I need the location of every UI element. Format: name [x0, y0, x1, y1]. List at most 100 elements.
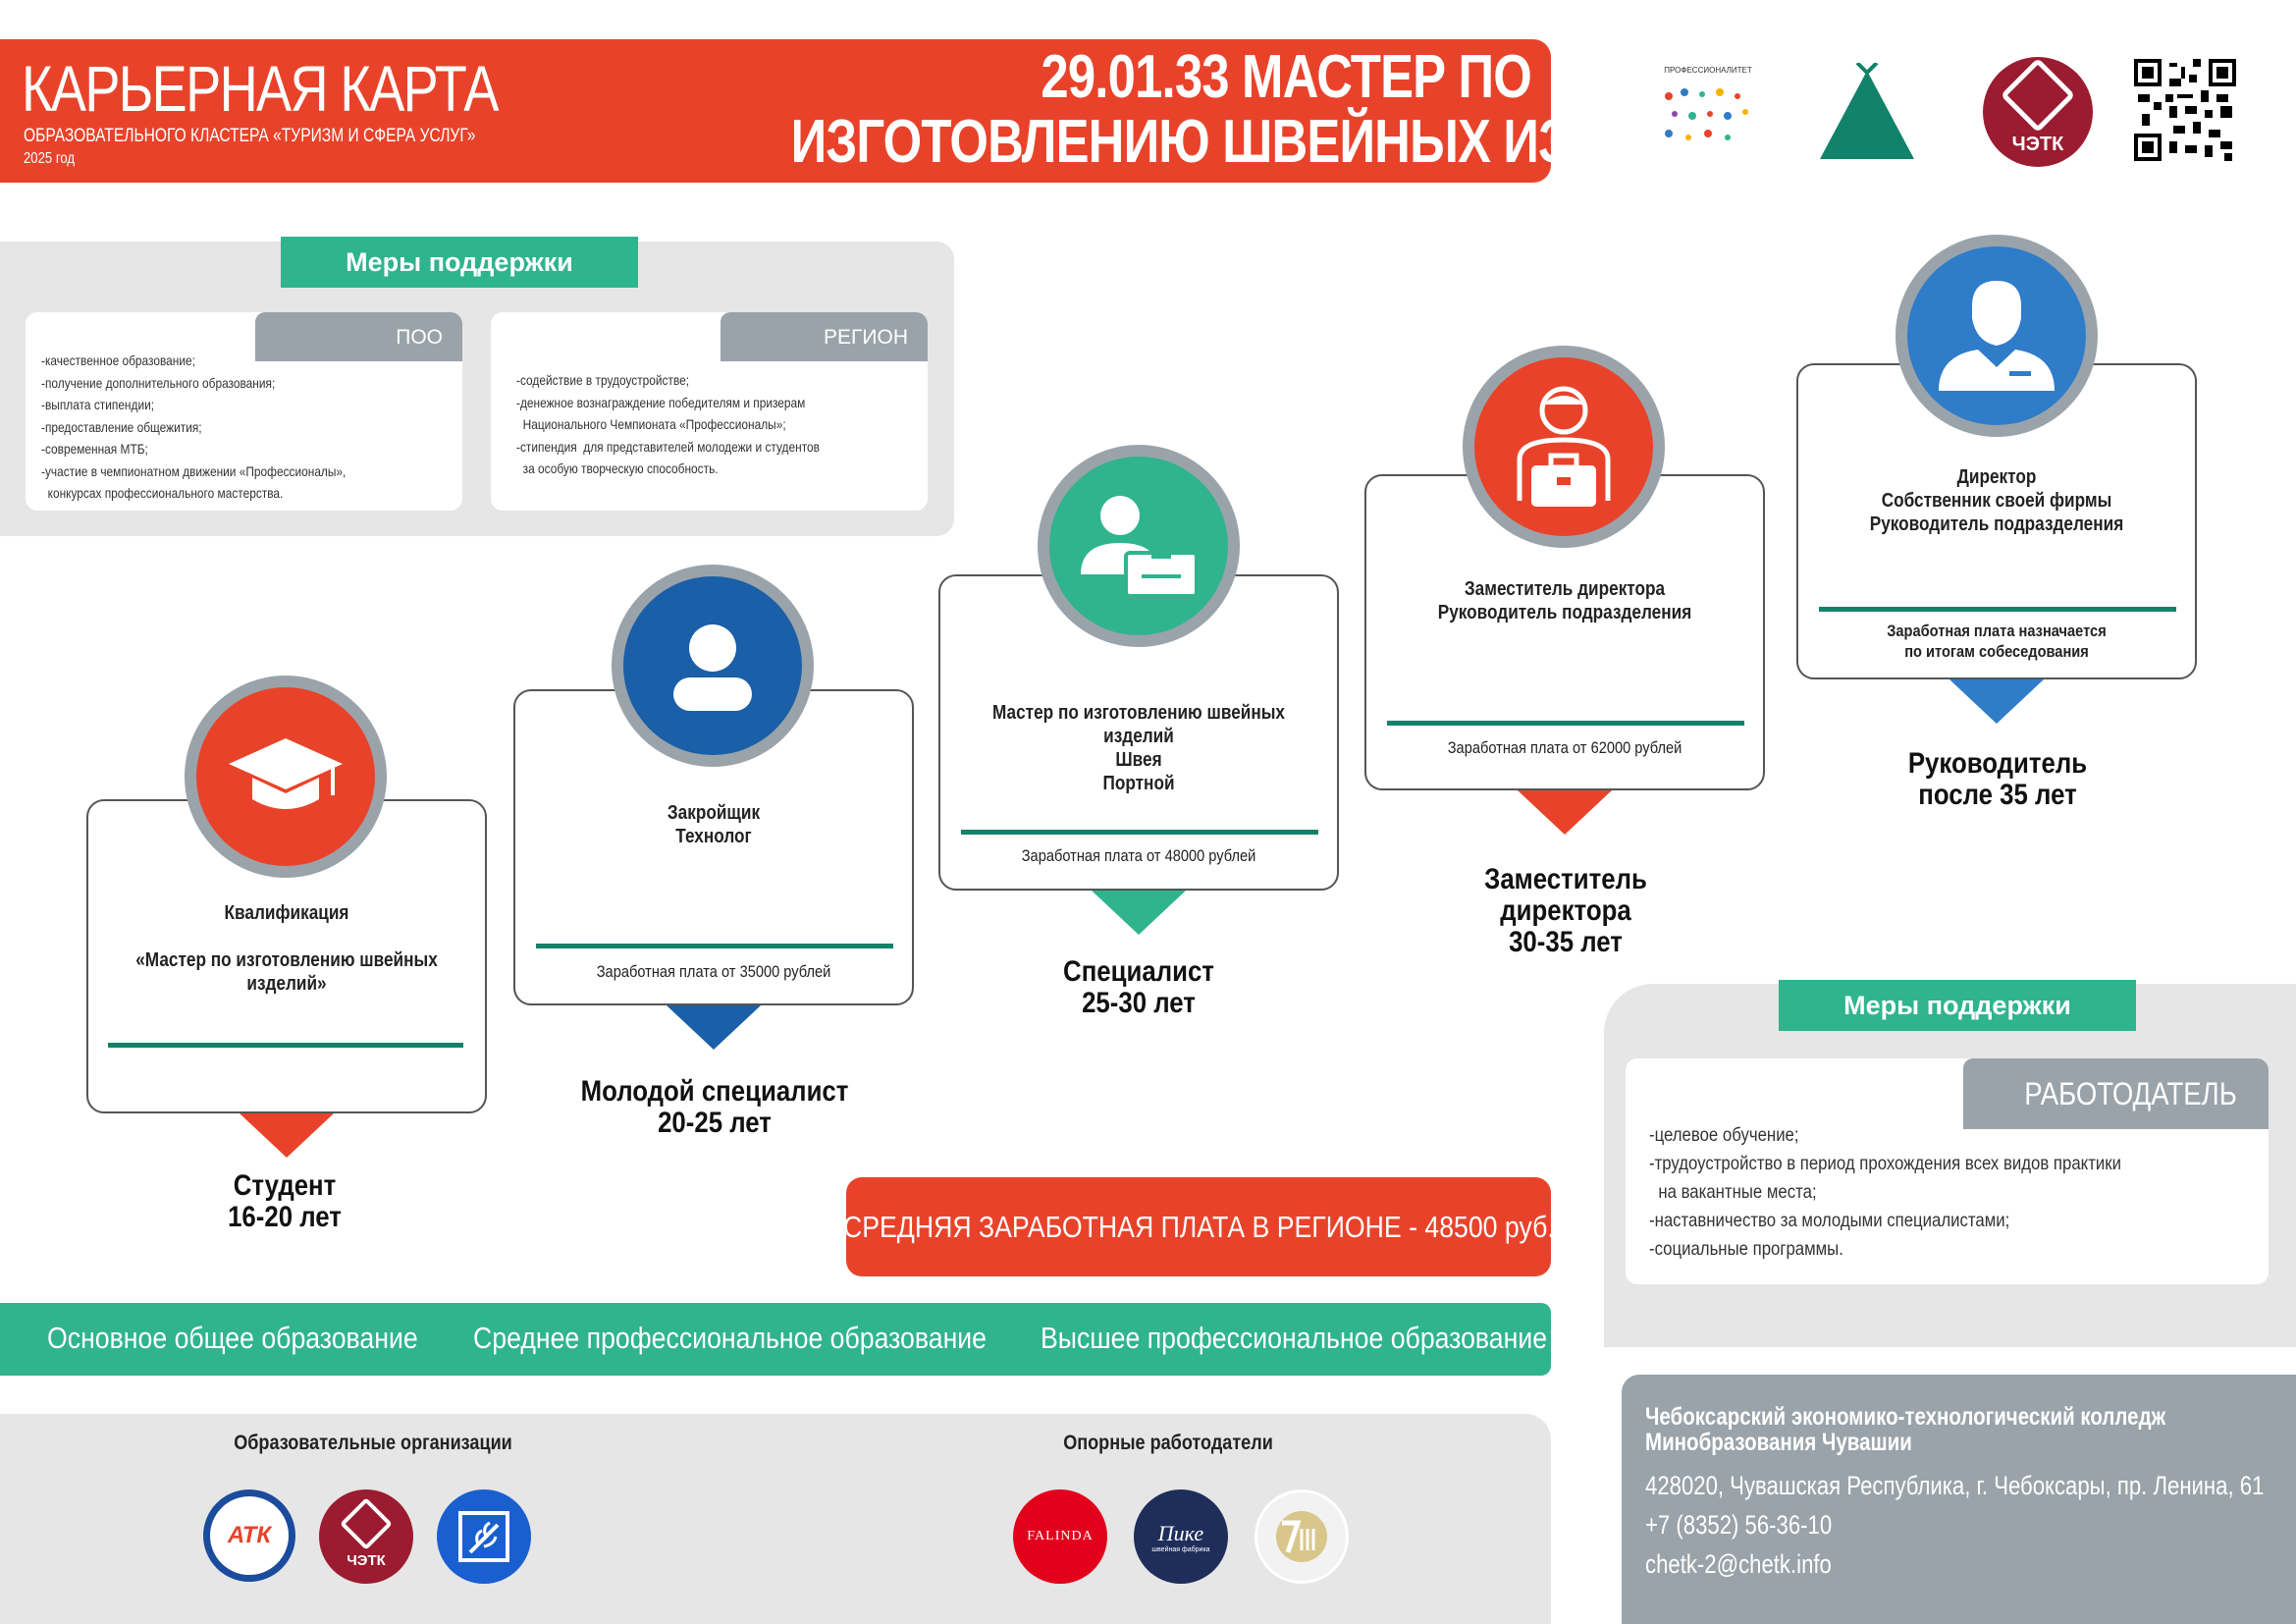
career-card-student-line2	[118, 925, 455, 948]
career-card-deputy-text: Заместитель директора Руководитель подра…	[1396, 577, 1734, 624]
university-logo	[437, 1489, 531, 1584]
support-measures-right-title: Меры поддержки	[1779, 980, 2136, 1031]
chetk-logo-text: ЧЭТК	[2011, 133, 2064, 155]
page-year: 2025 год	[24, 150, 75, 167]
support-measures-top-title: Меры поддержки	[281, 237, 638, 288]
support-measures-right-title-text: Меры поддержки	[1843, 991, 2071, 1020]
education-bar	[0, 1303, 1551, 1376]
factory-mark-icon	[1276, 1511, 1327, 1562]
employer-tab-label: РАБОТОДАТЕЛЬ	[2024, 1076, 2237, 1111]
career-circle-specialist-inner	[1049, 457, 1228, 635]
career-card-young-text: Закройщик Технолог	[545, 801, 882, 848]
region-tab-label: РЕГИОН	[824, 326, 908, 349]
poo-list-item: -качественное образование;	[41, 352, 195, 368]
career-card-deputy-line1: Заместитель директора	[1464, 578, 1666, 600]
career-circle-specialist	[1038, 445, 1240, 647]
stage-young-title: Молодой специалист	[580, 1075, 849, 1108]
contacts-address: 428020, Чувашская Республика, г. Чебокса…	[1645, 1471, 2265, 1500]
sewing-factory-logo	[1255, 1489, 1349, 1584]
poo-list: -качественное образование;-получение доп…	[41, 350, 346, 505]
average-salary-text: СРЕДНЯЯ ЗАРАБОТНАЯ ПЛАТА В РЕГИОНЕ - 485…	[842, 1209, 1555, 1244]
stage-student-age: 16-20 лет	[228, 1201, 342, 1233]
contacts-org-name: Чебоксарский экономико-технологический к…	[1645, 1403, 2166, 1456]
employer-list-item: -целевое обучение;	[1649, 1124, 1799, 1146]
pike-logo-subtext: швейная фабрика	[1151, 1545, 1210, 1553]
contacts-panel	[1622, 1375, 2296, 1624]
career-card-specialist-salary: Заработная плата от 48000 рублей	[1021, 846, 1256, 865]
education-higher: Высшее профессиональное образование	[1041, 1321, 1548, 1355]
career-card-young-divider	[536, 944, 893, 948]
career-circle-young	[612, 565, 814, 767]
chetk-footer-logo: ЧЭТК	[319, 1489, 413, 1584]
career-circle-deputy	[1463, 346, 1665, 548]
stage-young: Молодой специалист 20-25 лет	[564, 1076, 865, 1139]
stage-deputy-title: Заместитель директора	[1484, 863, 1647, 927]
career-card-student-divider	[108, 1043, 463, 1048]
stage-specialist-age: 25-30 лет	[1082, 987, 1196, 1019]
poo-list-item: -современная МТБ;	[41, 441, 148, 457]
professionalitet-logo: ПРОФЕССИОНАЛИТЕТ	[1649, 55, 1767, 153]
support-measures-top-title-text: Меры поддержки	[346, 247, 573, 277]
region-tab: РЕГИОН	[721, 312, 928, 361]
falinda-logo-text: FALINDA	[1027, 1529, 1094, 1543]
career-card-young-line2: Технолог	[675, 826, 752, 847]
career-card-specialist-divider	[961, 830, 1318, 835]
graduation-cap-icon	[229, 738, 343, 809]
page-title: КАРЬЕРНАЯ КАРТА	[22, 52, 499, 125]
education-basic: Основное общее образование	[47, 1321, 418, 1355]
region-list-item: -денежное вознаграждение победителям и п…	[516, 394, 806, 410]
career-card-young-line1: Закройщик	[667, 802, 761, 824]
career-circle-student-inner	[196, 687, 375, 866]
region-list-item: Национального Чемпионата «Профессионалы»…	[516, 416, 786, 432]
chetk-footer-logo-text: ЧЭТК	[347, 1551, 386, 1569]
contacts-phone: +7 (8352) 56-36-10	[1645, 1510, 1833, 1540]
employer-list-item: -трудоустройство в период прохождения вс…	[1649, 1153, 2121, 1174]
career-card-specialist-line1: Мастер по изготовлению швейных изделий	[992, 702, 1285, 747]
region-list-item: -стипендия для представителей молодежи и…	[516, 438, 820, 455]
stage-deputy: Заместитель директора 30-35 лет	[1418, 864, 1714, 958]
contacts-email[interactable]: chetk-2@chetk.info	[1645, 1549, 1832, 1579]
career-circle-student	[185, 676, 387, 878]
region-list: -содействие в трудоустройстве; -денежное …	[516, 369, 820, 480]
person-icon	[673, 624, 752, 711]
career-card-director-divider	[1819, 607, 2176, 612]
poo-list-item: -участие в чемпионатном движении «Профес…	[41, 462, 347, 479]
career-card-director-line2: Собственник своей фирмы	[1881, 490, 2112, 512]
stage-specialist: Специалист 25-30 лет	[1012, 956, 1265, 1019]
stage-student: Студент 16-20 лет	[158, 1170, 411, 1233]
career-card-young-pointer	[667, 1005, 761, 1050]
career-card-specialist-line2: Швея	[1115, 749, 1162, 771]
employer-list-item: -наставничество за молодыми специалистам…	[1649, 1210, 2010, 1231]
career-card-specialist-line3: Портной	[1102, 773, 1175, 794]
stage-young-age: 20-25 лет	[658, 1107, 772, 1139]
profession-title: 29.01.33 МАСТЕР ПО ИЗГОТОВЛЕНИЮ ШВЕЙНЫХ …	[628, 43, 1741, 175]
stage-director-age: после 35 лет	[1918, 779, 2077, 811]
region-list-item: за особую творческую способность.	[516, 460, 719, 476]
qr-code	[2134, 59, 2236, 161]
career-card-deputy-line2: Руководитель подразделения	[1437, 602, 1692, 623]
professionalitet-logo-text: ПРОФЕССИОНАЛИТЕТ	[1664, 66, 1752, 75]
atk-logo-text: АТК	[227, 1522, 272, 1548]
career-card-director-line1: Директор	[1956, 466, 2037, 488]
region-list-item: -содействие в трудоустройстве;	[516, 372, 690, 388]
employer-list: -целевое обучение; -трудоустройство в пер…	[1649, 1121, 2121, 1264]
profession-title-line1: 29.01.33 МАСТЕР ПО	[1041, 43, 1531, 111]
employer-list-item: на вакантные места;	[1649, 1181, 1817, 1203]
career-card-student-pointer	[240, 1113, 334, 1158]
chetk-logo: ЧЭТК	[1983, 57, 2093, 167]
employer-tab: РАБОТОДАТЕЛЬ	[1963, 1058, 2269, 1129]
career-circle-director	[1896, 235, 2098, 437]
badge-person-icon	[1081, 496, 1199, 598]
poo-list-item: -выплата стипендии;	[41, 397, 155, 412]
career-card-specialist-pointer	[1092, 891, 1186, 935]
wheat-icon	[458, 1511, 509, 1562]
average-salary-banner: СРЕДНЯЯ ЗАРАБОТНАЯ ПЛАТА В РЕГИОНЕ - 485…	[843, 1177, 1554, 1276]
stage-deputy-age: 30-35 лет	[1509, 926, 1623, 958]
career-card-deputy-divider	[1387, 721, 1744, 726]
poo-tab-label: ПОО	[396, 326, 443, 349]
poo-list-item: конкурсах профессионального мастерства.	[41, 485, 284, 501]
atk-logo: АТК	[203, 1489, 295, 1582]
manager-icon	[1939, 281, 2055, 391]
career-card-student-text: Квалификация «Мастер по изготовлению шве…	[118, 901, 455, 996]
career-card-young-salary: Заработная плата от 35000 рублей	[596, 962, 831, 981]
